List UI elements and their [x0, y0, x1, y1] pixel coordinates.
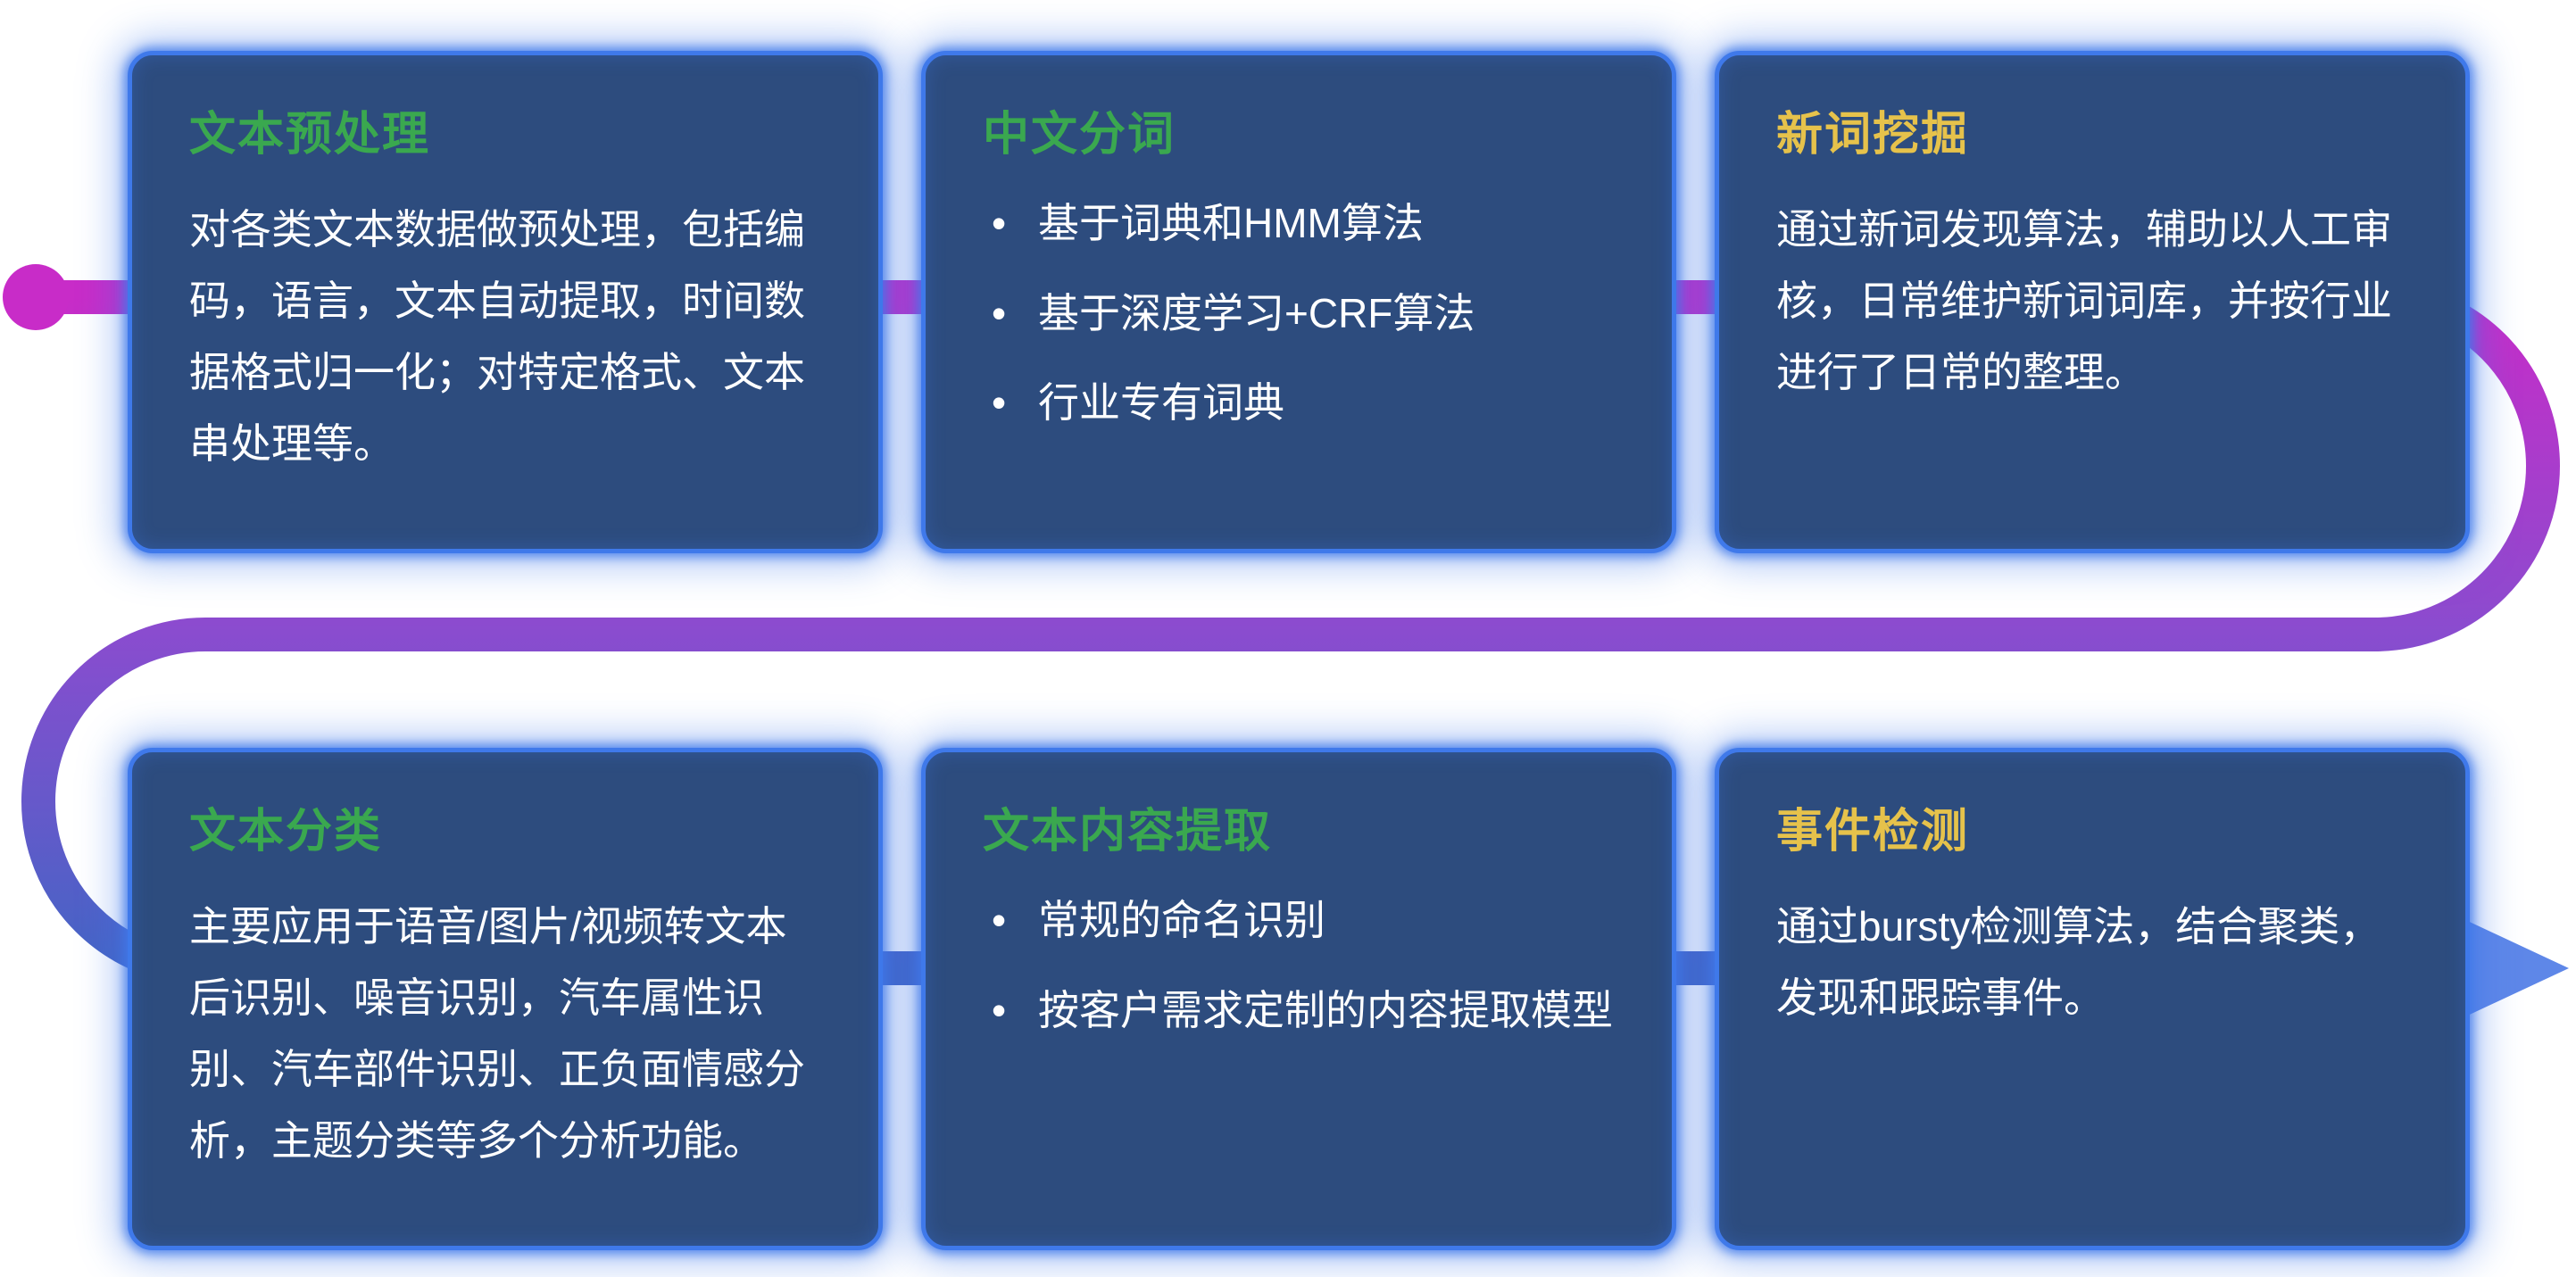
card-body: 对各类文本数据做预处理，包括编码，语言，文本自动提取，时间数据格式归一化；对特定…	[189, 206, 805, 468]
card-chinese-word-segmentation: 中文分词 基于词典和HMM算法 基于深度学习+CRF算法 行业专有词典	[921, 51, 1676, 553]
card-text-content-extraction: 文本内容提取 常规的命名识别 按客户需求定制的内容提取模型	[921, 748, 1676, 1250]
flow-start-dot-icon	[3, 264, 69, 330]
card-body: 通过bursty检测算法，结合聚类，发现和跟踪事件。	[1776, 903, 2381, 1022]
bullet-item: 常规的命名识别	[983, 891, 1615, 950]
card-new-word-mining: 新词挖掘 通过新词发现算法，辅助以人工审核，日常维护新词词库，并按行业进行了日常…	[1715, 51, 2470, 553]
card-title: 事件检测	[1776, 806, 1970, 858]
card-title: 中文分词	[983, 109, 1176, 161]
card-text-classification: 文本分类 主要应用于语音/图片/视频转文本后识别、噪音识别，汽车属性识别、汽车部…	[128, 748, 883, 1250]
card-title: 新词挖掘	[1776, 109, 1970, 161]
bullet-item: 基于词典和HMM算法	[983, 194, 1615, 253]
bullet-item: 按客户需求定制的内容提取模型	[983, 981, 1615, 1041]
flow-line	[21, 280, 2560, 985]
card-text-preprocessing: 文本预处理 对各类文本数据做预处理，包括编码，语言，文本自动提取，时间数据格式归…	[128, 51, 883, 553]
card-title: 文本内容提取	[983, 806, 1273, 858]
bullet-item: 基于深度学习+CRF算法	[983, 284, 1615, 344]
bullet-item: 行业专有词典	[983, 373, 1615, 433]
card-bullet-list: 基于词典和HMM算法 基于深度学习+CRF算法 行业专有词典	[983, 194, 1615, 433]
card-title: 文本分类	[189, 806, 383, 858]
card-bullet-list: 常规的命名识别 按客户需求定制的内容提取模型	[983, 891, 1615, 1040]
arrow-right-icon	[2460, 917, 2569, 1019]
card-title: 文本预处理	[189, 109, 431, 161]
card-event-detection: 事件检测 通过bursty检测算法，结合聚类，发现和跟踪事件。	[1715, 748, 2470, 1250]
card-body: 通过新词发现算法，辅助以人工审核，日常维护新词词库，并按行业进行了日常的整理。	[1776, 206, 2392, 396]
card-body: 主要应用于语音/图片/视频转文本后识别、噪音识别，汽车属性识别、汽车部件识别、正…	[189, 903, 805, 1165]
